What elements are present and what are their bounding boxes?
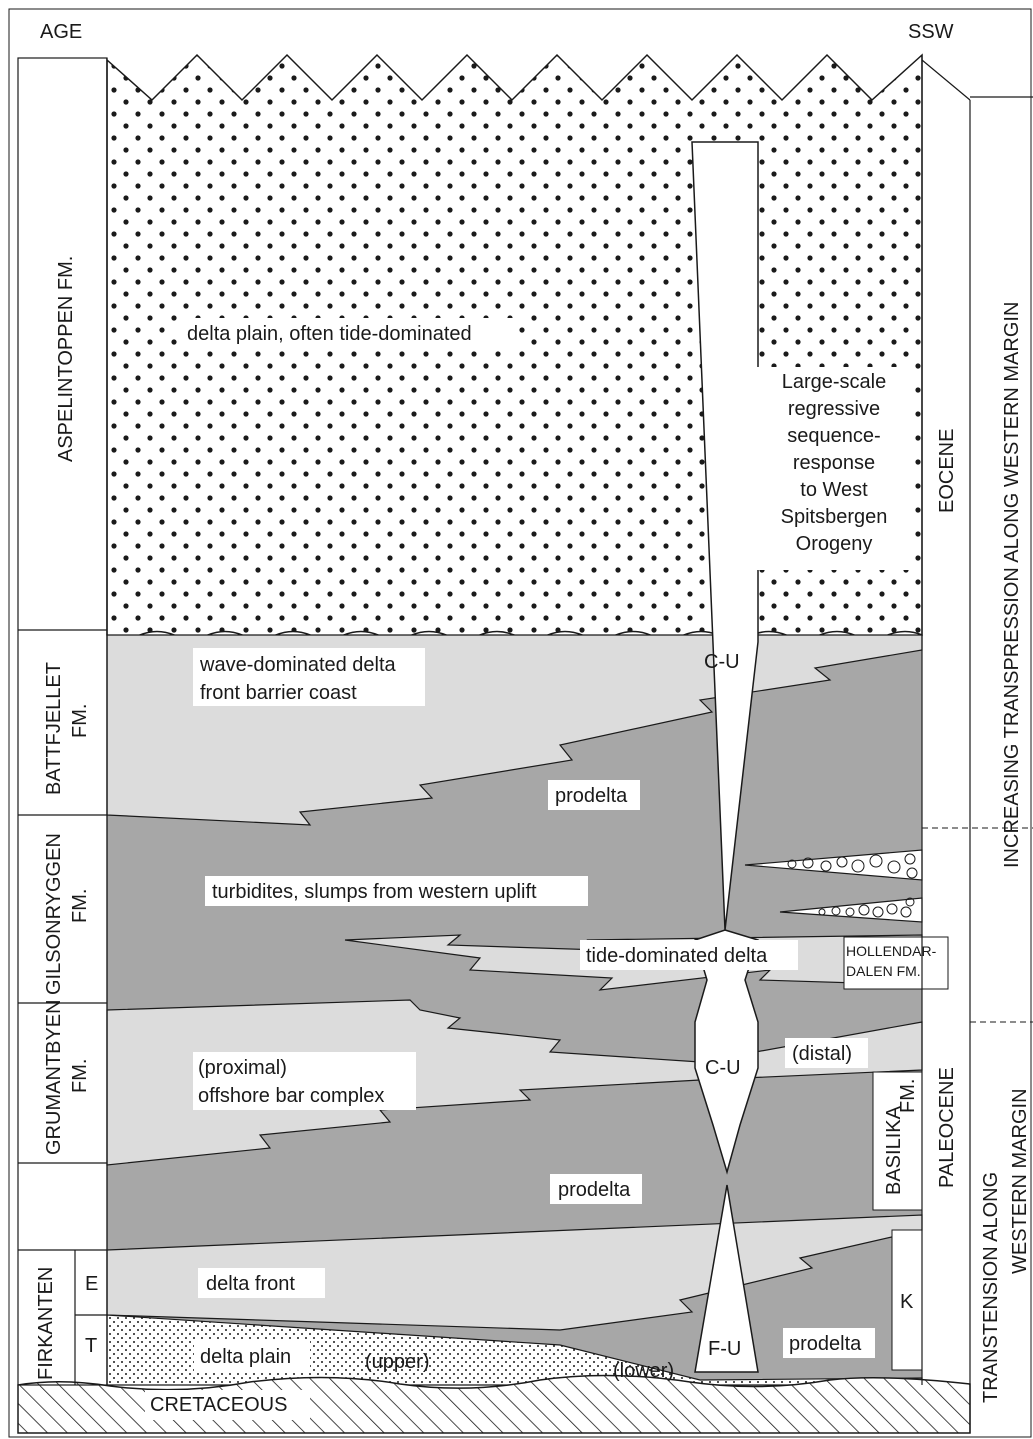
gilsonryggen-label-2: FM. [69,889,91,923]
hollendardalen-box [843,936,949,990]
gilsonryggen-label-1: GILSONRYGGEN [43,833,65,995]
response-note-box [756,367,914,570]
prodelta-middle-box [550,1174,642,1204]
upper-label: (upper) [365,1351,429,1373]
regressive-trend-bar [691,141,759,931]
grumantbyen-label-1: GRUMANTBYEN [43,999,65,1155]
firkanten-lower-label: T [85,1335,97,1357]
paleocene-label: PALEOCENE [936,1067,958,1188]
k-member-label: K [900,1291,914,1313]
cu-middle-label: C-U [705,1057,741,1079]
aspelintoppen-label: ASPELINTOPPEN FM. [55,256,77,462]
transtension-label-2: WESTERN MARGIN [1009,1088,1031,1274]
tide-dominated-box [580,940,798,970]
delta-plain-bottom-box [194,1341,310,1371]
cretaceous-box [145,1390,310,1420]
response-line-2: regressive [788,398,880,420]
battfjellet-label-2: FM. [69,704,91,738]
eocene-label: EOCENE [936,429,958,513]
response-line-5: to West [800,479,868,501]
response-line-4: response [793,452,875,474]
firkanten-upper-label: E [85,1273,98,1295]
k-member-box [891,1229,923,1371]
wave-dominated-box [193,648,425,706]
basilika-box [872,1071,923,1211]
prodelta-upper-box [548,780,640,810]
hollendardalen-label-2: DALEN FM. [846,963,921,979]
wave-dominated-label-2: front barrier coast [200,682,357,704]
turbidites-box [205,876,588,906]
response-line-3: sequence- [787,425,880,447]
delta-plain-bottom-label: delta plain [200,1346,291,1368]
basilika-label: BASILIKA [883,1105,905,1195]
transtension-label-1: TRANSTENSION ALONG [980,1172,1002,1403]
lower-label: (lower) [613,1360,674,1382]
response-line-1: Large-scale [782,371,887,393]
delta-front-label: delta front [206,1273,295,1295]
transpression-label: INCREASING TRANSPRESSION ALONG WESTERN M… [1001,302,1023,868]
cu-hourglass [694,929,759,1175]
cu-top-label: C-U [704,651,740,673]
prodelta-middle-label: prodelta [558,1179,631,1201]
turbidites-label: turbidites, slumps from western uplift [212,881,537,903]
response-line-7: Orogeny [796,533,873,555]
grumantbyen-label-2: FM. [69,1059,91,1093]
response-line-6: Spitsbergen [781,506,888,528]
conglomerate-clasts-upper [787,853,918,879]
direction-header: SSW [908,21,954,43]
hollendardalen-label-1: HOLLENDAR- [846,943,937,959]
conglomerate-clasts-lower [818,897,915,918]
age-column [921,55,971,1433]
fu-label: F-U [708,1338,741,1360]
cretaceous-label: CRETACEOUS [150,1394,287,1416]
prodelta-upper-label: prodelta [555,785,628,807]
offshore-bar-box [193,1052,416,1110]
distal-label: (distal) [792,1043,852,1065]
outer-frame [8,8,1032,1438]
prodelta-lower-label: prodelta [789,1333,862,1355]
basilika-fm-label: FM. [897,1079,919,1113]
fu-wedge [694,1184,759,1373]
distal-box [785,1038,868,1068]
delta-front-box [198,1268,325,1298]
age-header: AGE [40,21,82,43]
firkanten-label: FIRKANTEN [35,1267,57,1380]
battfjellet-label-1: BATTFJELLET [43,662,65,795]
tide-dominated-label: tide-dominated delta [586,945,768,967]
wave-dominated-label-1: wave-dominated delta [199,654,397,676]
offshore-bar-label-2: offshore bar complex [198,1085,384,1107]
delta-plain-top-box [180,318,515,350]
offshore-bar-label-1: (proximal) [198,1057,287,1079]
delta-plain-top-label: delta plain, often tide-dominated [187,323,472,345]
prodelta-lower-box [783,1328,875,1358]
response-note: Large-scale regressive sequence- respons… [781,371,888,555]
